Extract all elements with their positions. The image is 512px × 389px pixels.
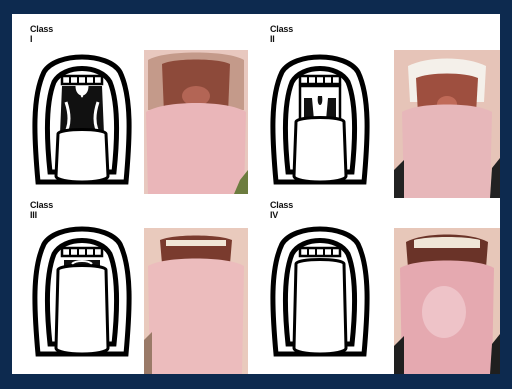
class-1-diagram (32, 42, 132, 190)
panel-label: Class I (30, 24, 53, 44)
class-3-diagram (32, 214, 132, 362)
class-2-photo (394, 50, 500, 198)
class-4-photo (394, 228, 500, 374)
mallampati-figure: Class I (12, 14, 500, 374)
class-2-diagram (270, 42, 370, 190)
panel-label: Class II (270, 24, 293, 44)
class-3-photo (144, 228, 248, 374)
class-4-diagram (270, 214, 370, 362)
class-1-photo (144, 50, 248, 194)
